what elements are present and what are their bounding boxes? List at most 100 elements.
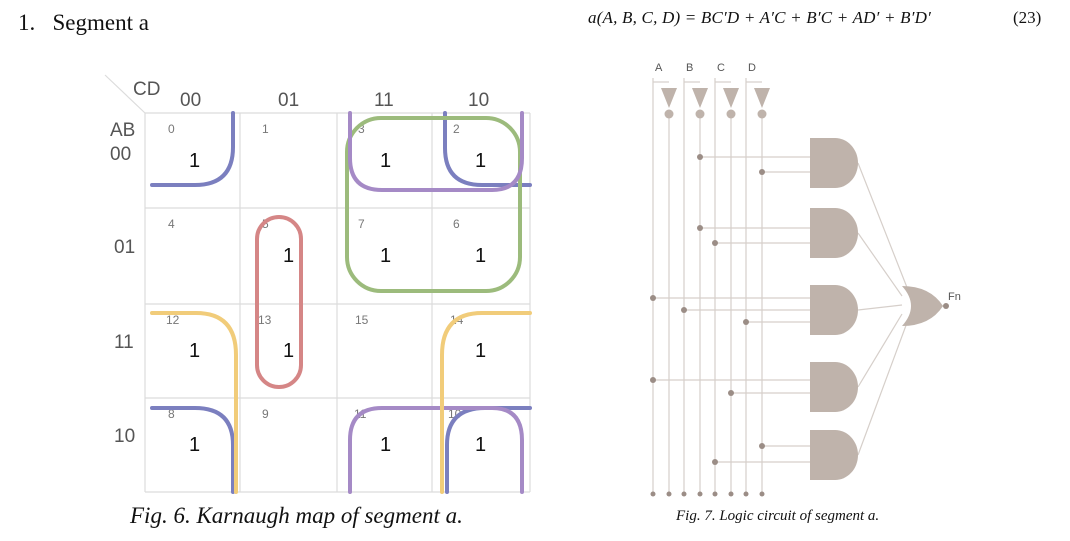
not-gate-bubble xyxy=(664,109,674,119)
equation-number: (23) xyxy=(1013,8,1042,27)
and-gates xyxy=(810,138,858,480)
not-gate xyxy=(661,88,677,108)
junction-dot xyxy=(759,169,765,175)
cell-value: 1 xyxy=(189,434,200,456)
cell-value: 1 xyxy=(283,340,294,362)
input-labels: A B C D xyxy=(655,62,756,74)
output-label: Fn xyxy=(948,291,961,303)
not-gate xyxy=(723,88,739,108)
karnaugh-map: CD AB 00 01 11 10 00 01 11 10 0 1 3 2 4 … xyxy=(104,74,532,494)
cell-value: 1 xyxy=(475,150,486,172)
row-label: 00 xyxy=(110,144,131,165)
and-gate xyxy=(810,362,858,412)
cell-index: 12 xyxy=(166,313,180,327)
col-label: 10 xyxy=(468,90,489,111)
junction-dots xyxy=(650,154,765,497)
gate-output-wires xyxy=(857,162,948,456)
group-purple-bottom xyxy=(348,406,524,494)
logic-circuit: A B C D xyxy=(650,62,961,497)
bus-lines xyxy=(652,78,763,493)
bus-end-dot xyxy=(666,491,672,497)
kmap-caption: Fig. 6. Karnaugh map of segment a. xyxy=(130,503,463,528)
cell-index: 15 xyxy=(355,313,369,327)
cell-index: 6 xyxy=(453,217,460,231)
cell-index: 9 xyxy=(262,407,269,421)
bus-end-dot xyxy=(681,491,687,497)
bus-end-dot xyxy=(650,491,656,497)
cell-index: 0 xyxy=(168,122,175,136)
bus-end-dot xyxy=(697,491,703,497)
input-label-a: A xyxy=(655,62,663,74)
kmap-groups xyxy=(150,111,532,494)
bus-end-dot xyxy=(728,491,734,497)
cell-value: 1 xyxy=(475,245,486,267)
bus-end-dot xyxy=(712,491,718,497)
corner-diagonal xyxy=(104,74,146,114)
col-label: 00 xyxy=(180,90,201,111)
cell-value: 1 xyxy=(380,150,391,172)
bus-end-dot xyxy=(743,491,749,497)
cell-value: 1 xyxy=(189,150,200,172)
cell-values: 1 1 1 1 1 1 1 1 1 1 1 1 xyxy=(189,150,486,456)
cell-index: 1 xyxy=(262,122,269,136)
cell-value: 1 xyxy=(475,434,486,456)
section-number: 1. xyxy=(18,10,36,35)
not-gates xyxy=(661,88,770,119)
junction-dot xyxy=(697,225,703,231)
gate-input-wires xyxy=(653,156,810,463)
output-dot xyxy=(943,303,949,309)
cell-value: 1 xyxy=(475,340,486,362)
cell-index: 13 xyxy=(258,313,272,327)
col-label: 11 xyxy=(374,90,394,111)
junction-dot xyxy=(681,307,687,313)
not-gate xyxy=(692,88,708,108)
group-blue-corner-bl xyxy=(150,406,235,494)
cell-index: 4 xyxy=(168,217,175,231)
not-gate-bubble xyxy=(726,109,736,119)
or-gate xyxy=(902,286,943,326)
and-gate xyxy=(810,285,858,335)
wire xyxy=(857,313,903,388)
not-gate xyxy=(754,88,770,108)
junction-dot xyxy=(697,154,703,160)
boolean-equation: a(A, B, C, D) = BC′D + A′C + B′C + AD′ +… xyxy=(588,8,932,27)
section-title: Segment a xyxy=(52,10,149,35)
row-label: 11 xyxy=(114,332,134,353)
junction-dot xyxy=(650,377,656,383)
row-label: 01 xyxy=(114,237,135,258)
section-heading: 1. Segment a xyxy=(18,10,149,36)
group-yellow-left xyxy=(150,311,238,494)
cell-index: 8 xyxy=(168,407,175,421)
junction-dot xyxy=(712,459,718,465)
group-yellow-right xyxy=(440,311,532,494)
junction-dot xyxy=(743,319,749,325)
and-gate xyxy=(810,208,858,258)
row-label: 10 xyxy=(114,426,135,447)
junction-dot xyxy=(759,443,765,449)
group-blue-corner-tl xyxy=(150,111,235,187)
input-label-b: B xyxy=(686,62,693,74)
and-gate xyxy=(810,430,858,480)
group-green xyxy=(345,116,522,293)
wire xyxy=(857,319,909,456)
group-purple-top xyxy=(348,111,524,192)
and-gate xyxy=(810,138,858,188)
junction-dot xyxy=(650,295,656,301)
cell-index: 2 xyxy=(453,122,460,136)
wire xyxy=(857,232,903,297)
cell-value: 1 xyxy=(380,245,391,267)
corner-ab-label: AB xyxy=(110,120,135,141)
cell-index: 3 xyxy=(358,122,365,136)
cell-indices: 0 1 3 2 4 5 7 6 12 13 15 14 8 9 11 10 xyxy=(166,122,464,421)
cell-value: 1 xyxy=(380,434,391,456)
corner-cd-label: CD xyxy=(133,79,160,100)
wire xyxy=(857,304,903,311)
cell-index: 7 xyxy=(358,217,365,231)
bus-end-dot xyxy=(759,491,765,497)
col-label: 01 xyxy=(278,90,299,111)
junction-dot xyxy=(712,240,718,246)
group-red xyxy=(255,215,303,389)
input-label-d: D xyxy=(748,62,756,74)
not-gate-bubble xyxy=(757,109,767,119)
input-label-c: C xyxy=(717,62,725,74)
